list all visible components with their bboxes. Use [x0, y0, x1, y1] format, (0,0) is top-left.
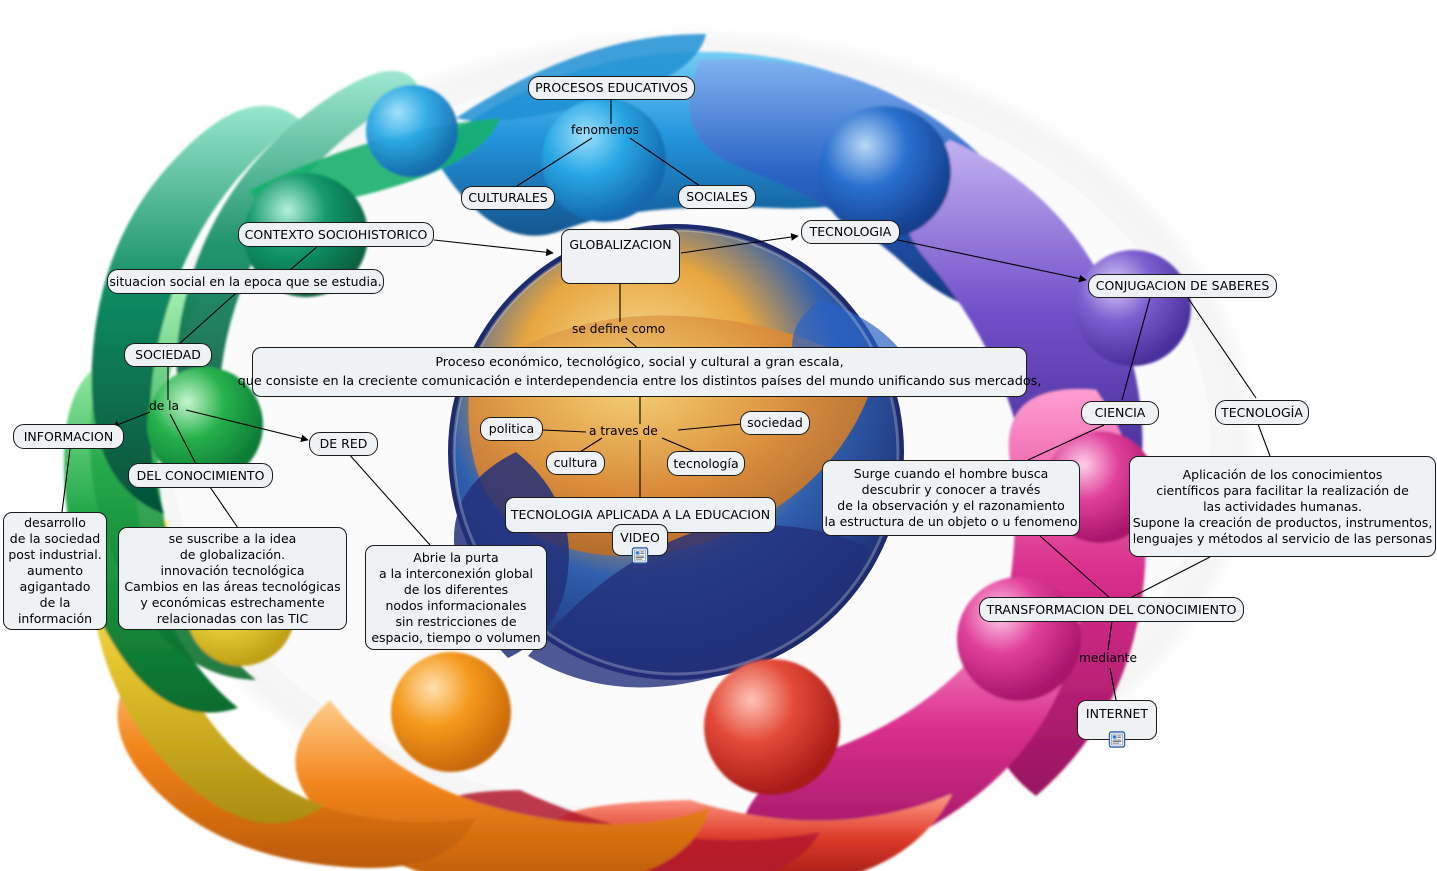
node-tecnologia-right[interactable]: TECNOLOGÍA: [1215, 400, 1309, 425]
node-label: INFORMACION: [23, 428, 114, 444]
node-globalizacion[interactable]: GLOBALIZACION: [561, 229, 680, 284]
node-label: INTERNET: [1085, 706, 1149, 721]
link-label-de-la: de la: [149, 399, 179, 413]
resource-document-icon[interactable]: [1108, 731, 1126, 748]
node-label: CULTURALES: [468, 190, 548, 206]
node-abre-la-puerta[interactable]: Abrie la purta a la interconexión global…: [365, 545, 547, 650]
link-label-mediante: mediante: [1079, 651, 1137, 665]
link-label-se-define-como: se define como: [572, 322, 666, 336]
node-definicion-globalizacion[interactable]: Proceso económico, tecnológico, social y…: [238, 347, 1041, 397]
node-surge-cuando-el-hombre[interactable]: Surge cuando el hombre busca descubrir y…: [822, 460, 1080, 536]
node-situacion-social[interactable]: situacion social en la epoca que se estu…: [107, 269, 384, 294]
node-label: SOCIEDAD: [135, 347, 201, 363]
node-tecnologia-small[interactable]: tecnología: [667, 451, 745, 476]
node-conjugacion-de-saberes[interactable]: CONJUGACION DE SABERES: [1088, 274, 1277, 298]
node-label: Surge cuando el hombre busca descubrir y…: [824, 466, 1078, 529]
node-sociedad[interactable]: SOCIEDAD: [124, 343, 212, 367]
node-label: CONTEXTO SOCIOHISTORICO: [244, 226, 428, 242]
node-procesos-educativos[interactable]: PROCESOS EDUCATIVOS: [528, 76, 695, 100]
node-label: TECNOLOGÍA: [1221, 404, 1303, 420]
node-informacion[interactable]: INFORMACION: [13, 424, 124, 449]
node-label: TRANSFORMACION DEL CONOCIMIENTO: [986, 601, 1237, 617]
node-label: Proceso económico, tecnológico, social y…: [237, 355, 1042, 389]
node-label: SOCIALES: [686, 189, 748, 205]
node-label: Abrie la purta a la interconexión global…: [371, 549, 541, 645]
node-sociales[interactable]: SOCIALES: [678, 185, 756, 209]
node-culturales[interactable]: CULTURALES: [461, 186, 555, 210]
node-label: DE RED: [319, 436, 368, 452]
node-internet[interactable]: INTERNET: [1077, 700, 1157, 748]
link-label-a-traves-de: a traves de: [589, 424, 658, 438]
node-label: desarrollo de la sociedad post industria…: [8, 515, 102, 626]
node-label: sociedad: [747, 415, 803, 431]
node-label: TECNOLOGIA: [809, 224, 892, 240]
node-label: TECNOLOGIA APLICADA A LA EDUCACION: [510, 507, 771, 523]
node-desarrollo-informacion[interactable]: desarrollo de la sociedad post industria…: [3, 512, 107, 630]
node-transformacion-del-conocimiento[interactable]: TRANSFORMACION DEL CONOCIMIENTO: [979, 597, 1244, 622]
node-del-conocimiento[interactable]: DEL CONOCIMIENTO: [128, 463, 273, 488]
node-aplicacion-conocimientos[interactable]: Aplicación de los conocimientos científi…: [1129, 456, 1436, 557]
node-label: CIENCIA: [1094, 405, 1146, 421]
node-politica[interactable]: politica: [480, 417, 543, 441]
resource-document-icon[interactable]: [631, 547, 649, 564]
link-label-fenomenos: fenomenos: [571, 123, 639, 137]
node-cultura[interactable]: cultura: [546, 451, 605, 475]
node-label: situacion social en la epoca que se estu…: [109, 273, 382, 289]
node-label: cultura: [553, 455, 598, 471]
node-label: Aplicación de los conocimientos científi…: [1132, 466, 1433, 546]
node-contexto-sociohistorico[interactable]: CONTEXTO SOCIOHISTORICO: [238, 222, 434, 247]
node-se-suscribe-idea[interactable]: se suscribe a la idea de globalización. …: [118, 527, 347, 630]
node-de-red[interactable]: DE RED: [309, 432, 378, 456]
node-label: PROCESOS EDUCATIVOS: [535, 80, 688, 96]
node-label: se suscribe a la idea de globalización. …: [124, 530, 341, 626]
node-video[interactable]: VIDEO: [612, 524, 668, 564]
node-label: VIDEO: [620, 530, 660, 545]
node-ciencia[interactable]: CIENCIA: [1081, 401, 1159, 425]
node-label: CONJUGACION DE SABERES: [1095, 278, 1270, 294]
node-label: DEL CONOCIMIENTO: [136, 467, 265, 483]
node-sociedad-small[interactable]: sociedad: [740, 411, 810, 435]
node-label: politica: [488, 421, 535, 437]
node-tecnologia-top[interactable]: TECNOLOGIA: [801, 220, 900, 244]
people-ring: [63, 33, 1191, 871]
node-label: tecnología: [673, 455, 739, 471]
node-label: GLOBALIZACION: [569, 237, 672, 252]
